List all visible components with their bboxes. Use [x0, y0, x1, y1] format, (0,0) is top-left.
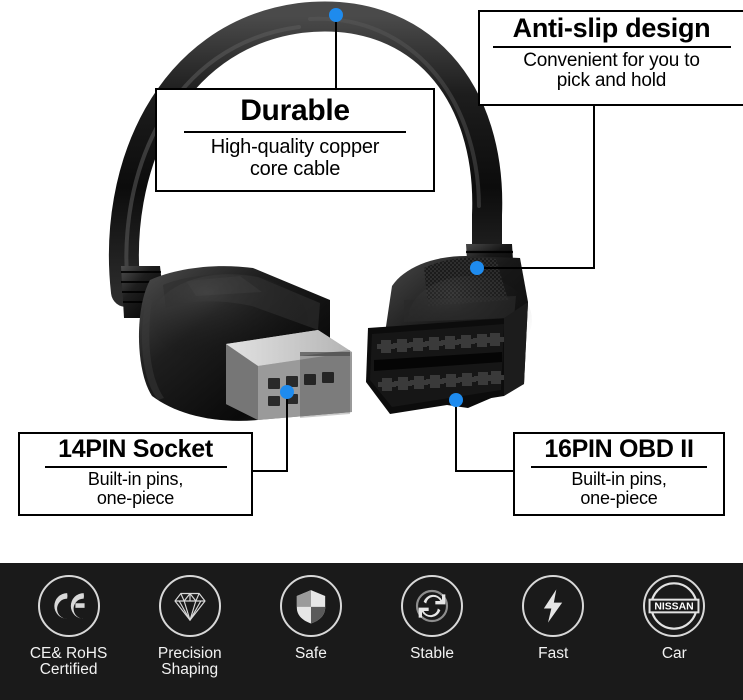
product-photo — [108, 1, 532, 421]
diamond-icon — [158, 575, 221, 637]
callout-antislip-sub-line1: Convenient for you to — [523, 49, 700, 71]
ce-mark-icon — [37, 575, 100, 637]
callout-16pin-sub-line2: one-piece — [580, 488, 658, 509]
leader-line-14pin-horizontal — [251, 470, 288, 472]
callout-16pin-sub-line1: Built-in pins, — [571, 468, 667, 489]
feature-safe-label: Safe — [294, 645, 327, 662]
callout-durable-title: Durable — [240, 94, 350, 127]
callout-antislip-subtitle: Convenient for you to pick and hold — [523, 49, 700, 93]
leader-line-antislip-horizontal — [477, 267, 595, 269]
feature-stable: Stable — [373, 575, 491, 662]
leader-line-durable — [335, 15, 337, 88]
marker-dot-durable — [329, 8, 343, 22]
callout-durable-sub-line1: High-quality copper — [210, 135, 380, 158]
feature-precision-shaping: Precision Shaping — [131, 575, 249, 679]
nissan-wordmark: NISSAN — [655, 602, 694, 613]
refresh-arrows-icon — [401, 575, 464, 637]
callout-antislip: Anti-slip design Convenient for you to p… — [478, 10, 743, 106]
feature-fast-label: Fast — [538, 645, 569, 662]
callout-antislip-sub-line2: pick and hold — [556, 70, 667, 92]
callout-16pin-title: 16PIN OBD II — [544, 435, 694, 463]
callout-16pin-subtitle: Built-in pins, one-piece — [571, 468, 667, 510]
leader-line-antislip-vertical — [593, 104, 595, 269]
lightning-bolt-icon — [522, 575, 585, 637]
callout-14pin-sub-line2: one-piece — [96, 488, 175, 509]
leader-line-16pin-vertical — [455, 400, 457, 472]
callout-durable-divider — [184, 130, 406, 133]
callout-14pin-title: 14PIN Socket — [58, 435, 213, 463]
feature-precision-shaping-label: Precision Shaping — [157, 645, 222, 679]
callout-14pin-sub-line1: Built-in pins, — [87, 468, 184, 489]
nissan-logo-icon: NISSAN — [643, 575, 706, 637]
feature-car-label: Car — [661, 645, 687, 662]
callout-antislip-divider — [492, 45, 731, 48]
callout-16pin-divider — [531, 465, 707, 468]
callout-durable: Durable High-quality copper core cable — [155, 88, 435, 192]
callout-antislip-title: Anti-slip design — [512, 13, 711, 43]
feature-fast: Fast — [494, 575, 612, 662]
callout-14pin-divider — [44, 465, 227, 468]
feature-car: NISSAN Car — [615, 575, 733, 662]
callout-14pin-subtitle: Built-in pins, one-piece — [87, 468, 184, 510]
feature-badge-bar: CE& RoHS Certified Precision Shap — [0, 563, 743, 700]
feature-stable-label: Stable — [410, 645, 455, 662]
marker-dot-antislip — [470, 261, 484, 275]
feature-safe: Safe — [252, 575, 370, 662]
marker-dot-16pin — [449, 393, 463, 407]
feature-ce-rohs: CE& RoHS Certified — [10, 575, 128, 679]
callout-durable-sub-line2: core cable — [249, 157, 341, 180]
feature-ce-rohs-label: CE& RoHS Certified — [29, 645, 108, 679]
callout-durable-subtitle: High-quality copper core cable — [211, 136, 380, 180]
callout-14pin-socket: 14PIN Socket Built-in pins, one-piece — [18, 432, 253, 516]
callout-16pin-obd2: 16PIN OBD II Built-in pins, one-piece — [513, 432, 725, 516]
marker-dot-14pin — [280, 385, 294, 399]
leader-line-14pin-vertical — [286, 392, 288, 472]
shield-icon — [279, 575, 342, 637]
leader-line-16pin-horizontal — [455, 470, 515, 472]
